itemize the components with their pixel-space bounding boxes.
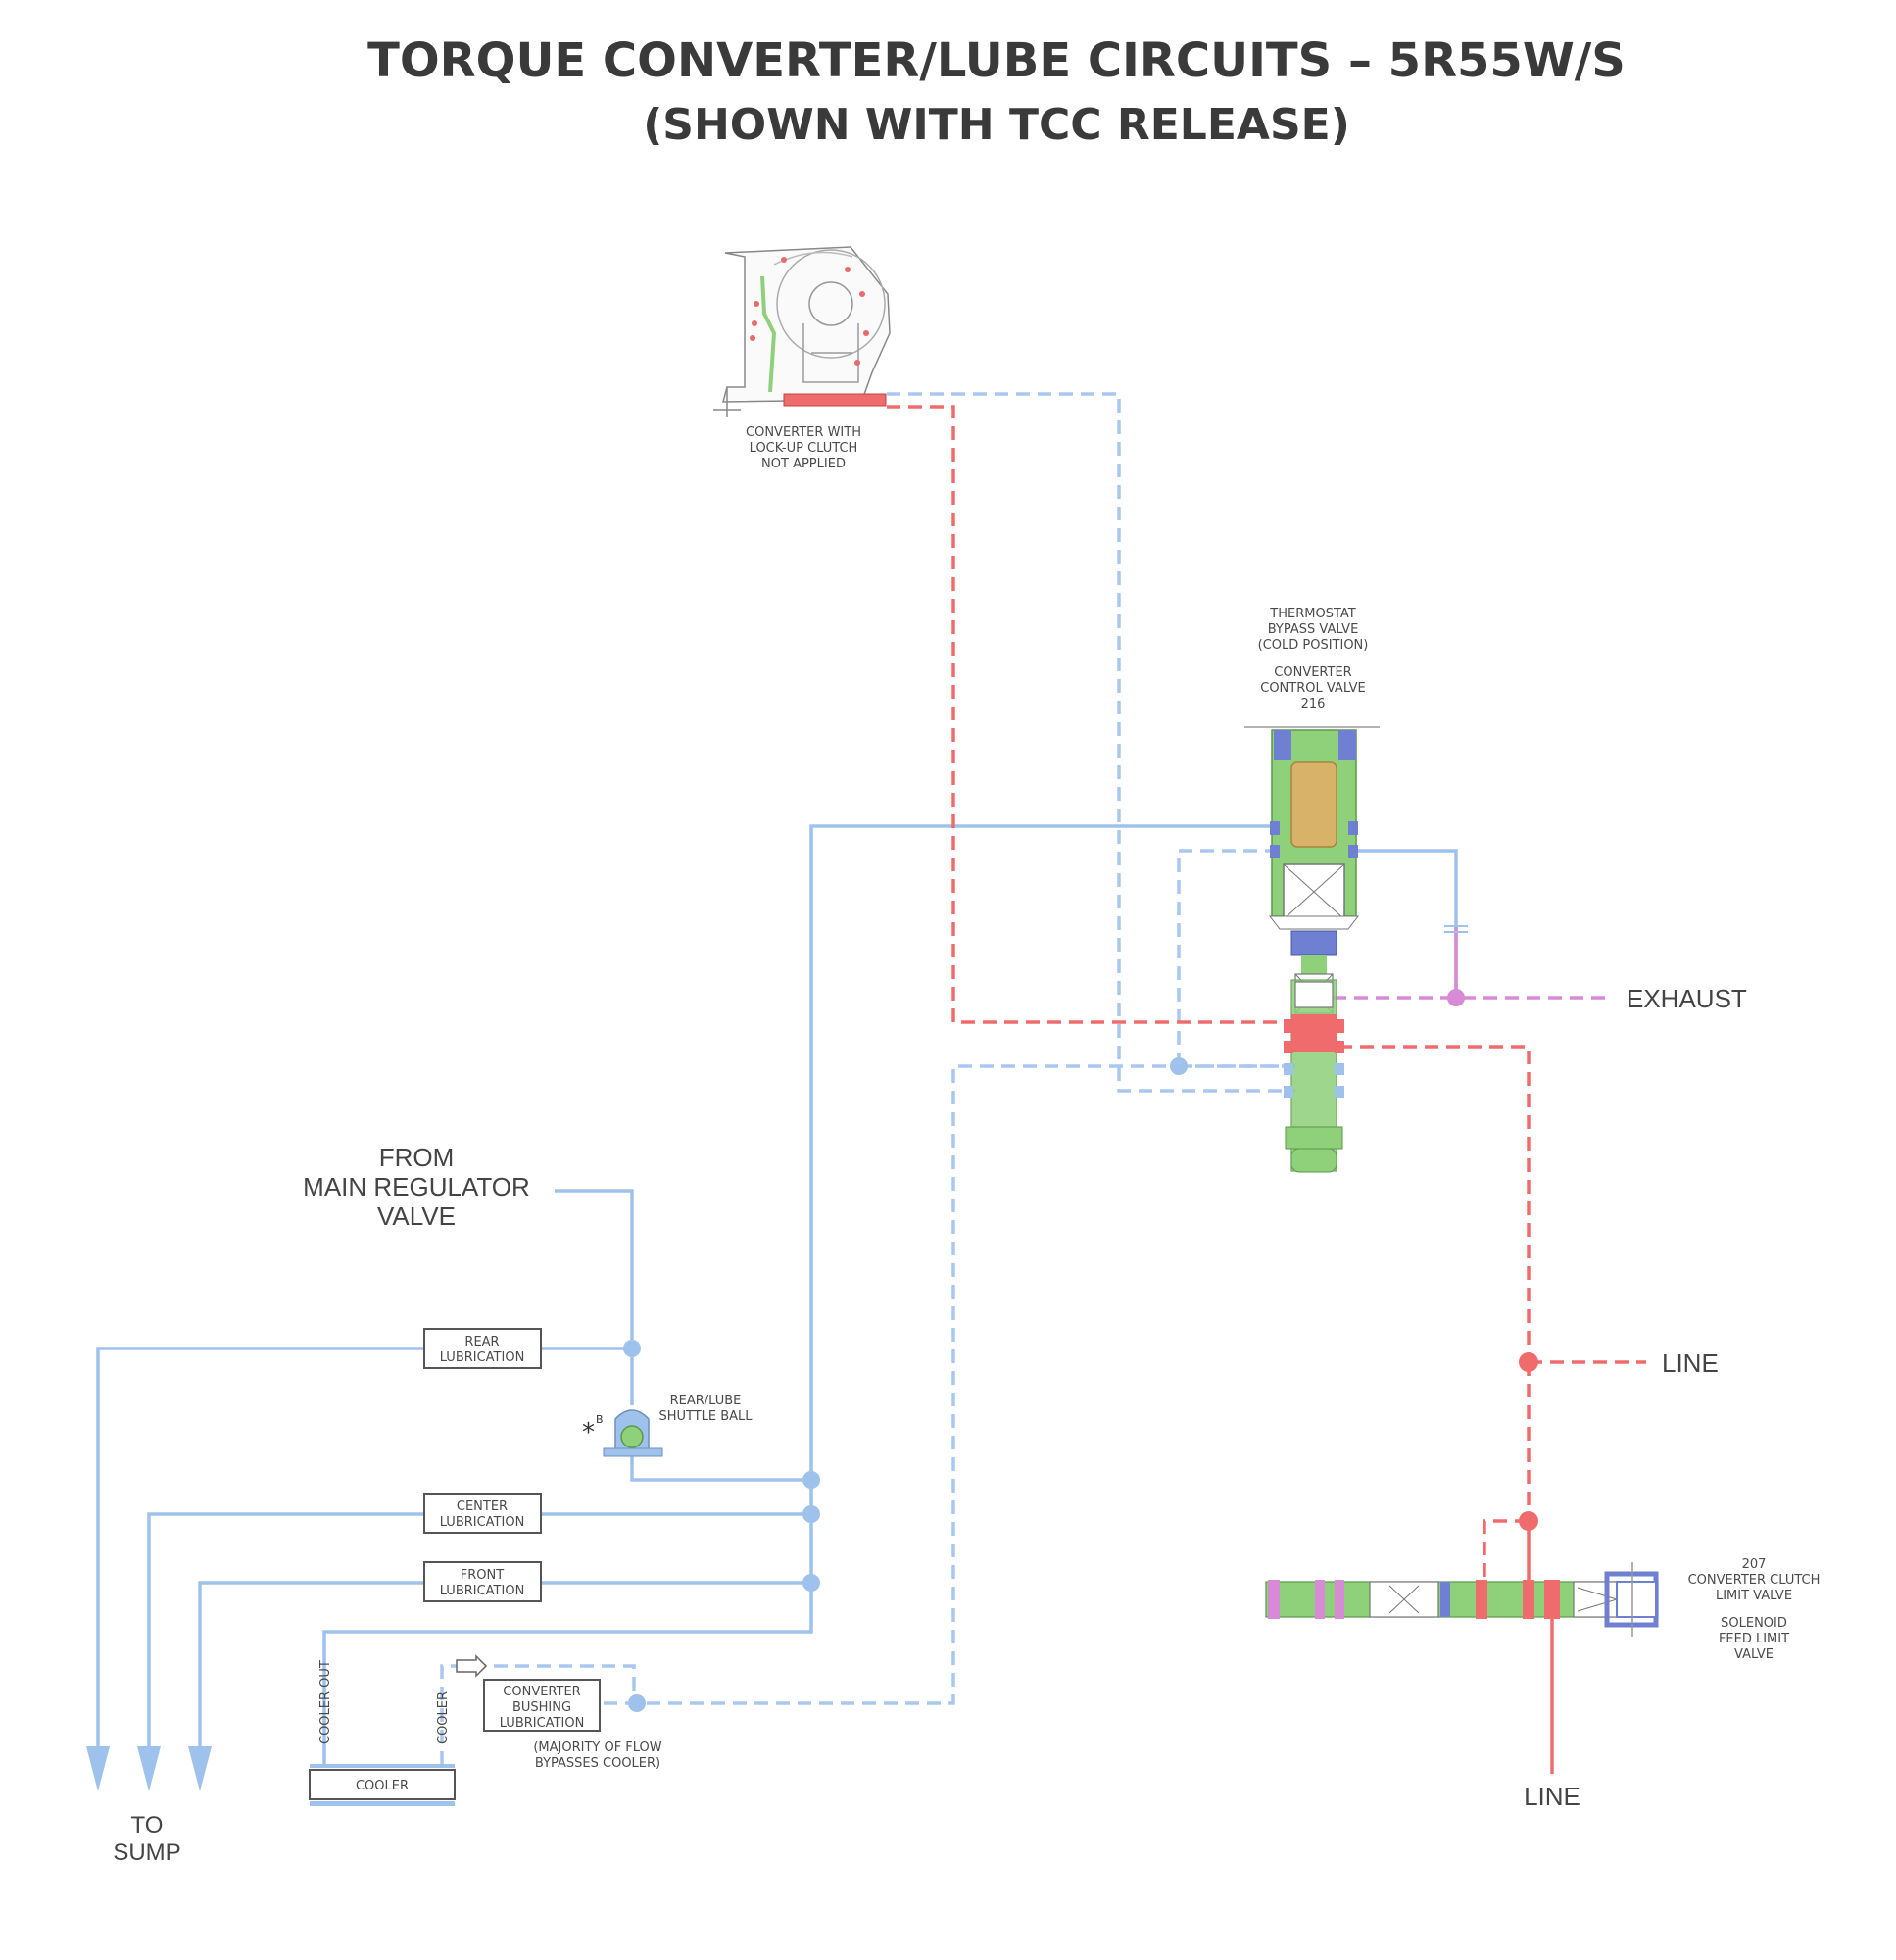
torque-converter xyxy=(713,246,891,417)
solenoid-feed-label-1: SOLENOID xyxy=(1721,1616,1787,1631)
control-valve-label-2: CONTROL VALVE xyxy=(1260,681,1366,696)
cooler-out-label: COOLER OUT xyxy=(318,1660,333,1744)
exhaust-label: EXHAUST xyxy=(1627,984,1747,1013)
to-sump-label-1: TO xyxy=(131,1812,164,1838)
rear-lubrication-box: REAR LUBRICATION xyxy=(423,1328,542,1369)
center-lubrication-box: CENTER LUBRICATION xyxy=(423,1493,542,1534)
blue-solid-circuits xyxy=(96,824,1458,1774)
sump-arrows xyxy=(86,1746,212,1791)
svg-text:LUBRICATION: LUBRICATION xyxy=(440,1515,525,1530)
clutch-limit-label-2: CONVERTER CLUTCH xyxy=(1688,1573,1821,1588)
bypass-note-1: (MAJORITY OF FLOW xyxy=(533,1740,661,1755)
solenoid-feed-label-3: VALVE xyxy=(1734,1647,1774,1662)
shuttle-ball xyxy=(603,1409,663,1457)
red-circuits xyxy=(887,405,1646,1774)
blue-dashed-circuits xyxy=(440,392,1295,1767)
thermostat-label-1: THERMOSTAT xyxy=(1269,607,1355,621)
line-label-right: LINE xyxy=(1662,1348,1719,1378)
line-label-bottom: LINE xyxy=(1524,1782,1580,1811)
from-main-label-1: FROM xyxy=(379,1143,455,1172)
svg-text:CENTER: CENTER xyxy=(457,1499,508,1514)
title-line-1: TORQUE CONVERTER/LUBE CIRCUITS – 5R55W/S xyxy=(367,33,1626,88)
cooler-in-label: COOLER xyxy=(436,1691,451,1744)
clutch-limit-label-3: LIMIT VALVE xyxy=(1716,1589,1792,1603)
thermostat-label-2: BYPASS VALVE xyxy=(1268,622,1359,637)
svg-text:LUBRICATION: LUBRICATION xyxy=(500,1716,585,1731)
bypass-note-2: BYPASSES COOLER) xyxy=(535,1756,660,1771)
shuttle-marker: * xyxy=(582,1418,595,1447)
check-valve-arrow-icon xyxy=(456,1654,488,1678)
clutch-limit-label-1: 207 xyxy=(1742,1557,1767,1572)
svg-text:REAR: REAR xyxy=(464,1335,499,1349)
svg-text:LUBRICATION: LUBRICATION xyxy=(440,1584,525,1598)
control-valve-label-3: 216 xyxy=(1301,697,1326,711)
shuttle-label-1: REAR/LUBE xyxy=(670,1394,742,1408)
junction-dots xyxy=(623,989,1538,1712)
svg-text:CONVERTER: CONVERTER xyxy=(503,1685,580,1699)
converter-clutch-limit-valve xyxy=(1265,1562,1659,1637)
svg-text:BUSHING: BUSHING xyxy=(512,1700,571,1715)
front-lubrication-box: FRONT LUBRICATION xyxy=(423,1561,542,1602)
converter-bushing-box: CONVERTER BUSHING LUBRICATION xyxy=(483,1679,601,1732)
svg-text:LUBRICATION: LUBRICATION xyxy=(440,1350,525,1365)
shuttle-label-2: SHUTTLE BALL xyxy=(658,1409,753,1424)
exhaust-circuits xyxy=(1333,925,1612,1000)
solenoid-feed-label-2: FEED LIMIT xyxy=(1719,1632,1789,1646)
converter-control-valve xyxy=(1244,726,1380,1173)
from-main-label-3: VALVE xyxy=(377,1201,456,1231)
shuttle-letter: B xyxy=(596,1413,604,1426)
converter-label-2: LOCK-UP CLUTCH xyxy=(750,441,858,456)
title-line-2: (SHOWN WITH TCC RELEASE) xyxy=(643,100,1350,150)
cooler: COOLER xyxy=(309,1764,456,1806)
thermostat-label-3: (COLD POSITION) xyxy=(1258,638,1369,653)
converter-label-3: NOT APPLIED xyxy=(761,457,846,471)
converter-label-1: CONVERTER WITH xyxy=(746,425,861,440)
to-sump-label-2: SUMP xyxy=(113,1839,180,1866)
control-valve-label-1: CONVERTER xyxy=(1274,665,1351,680)
svg-text:COOLER: COOLER xyxy=(356,1779,409,1793)
from-main-label-2: MAIN REGULATOR xyxy=(303,1172,530,1201)
svg-text:FRONT: FRONT xyxy=(461,1568,504,1583)
